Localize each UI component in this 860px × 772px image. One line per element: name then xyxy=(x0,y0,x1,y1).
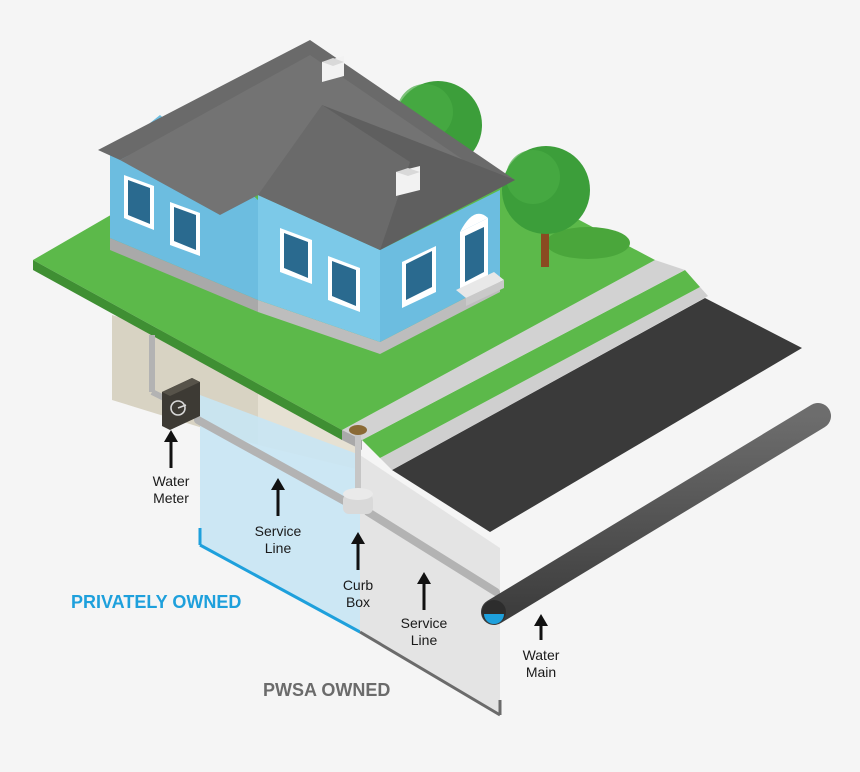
curb-box-label: Box xyxy=(346,594,370,610)
service-line-private-label: Service xyxy=(255,523,302,539)
arrow-up-icon xyxy=(534,614,548,640)
water-meter-label: Meter xyxy=(153,490,189,506)
privately-owned-label: PRIVATELY OWNED xyxy=(71,592,241,612)
arrow-up-icon xyxy=(164,430,178,468)
water-meter-label: Water xyxy=(153,473,190,489)
service-line-pwsa-label: Service xyxy=(401,615,448,631)
curb-box-cap xyxy=(349,425,367,435)
pwsa-owned-label: PWSA OWNED xyxy=(263,680,390,700)
water-main-label: Main xyxy=(526,664,556,680)
curb-box-valve xyxy=(343,488,373,514)
curb-box-label: Curb xyxy=(343,577,374,593)
service-line-private-label: Line xyxy=(265,540,292,556)
service-line-pwsa-label: Line xyxy=(411,632,438,648)
water-main-label: Water xyxy=(523,647,560,663)
